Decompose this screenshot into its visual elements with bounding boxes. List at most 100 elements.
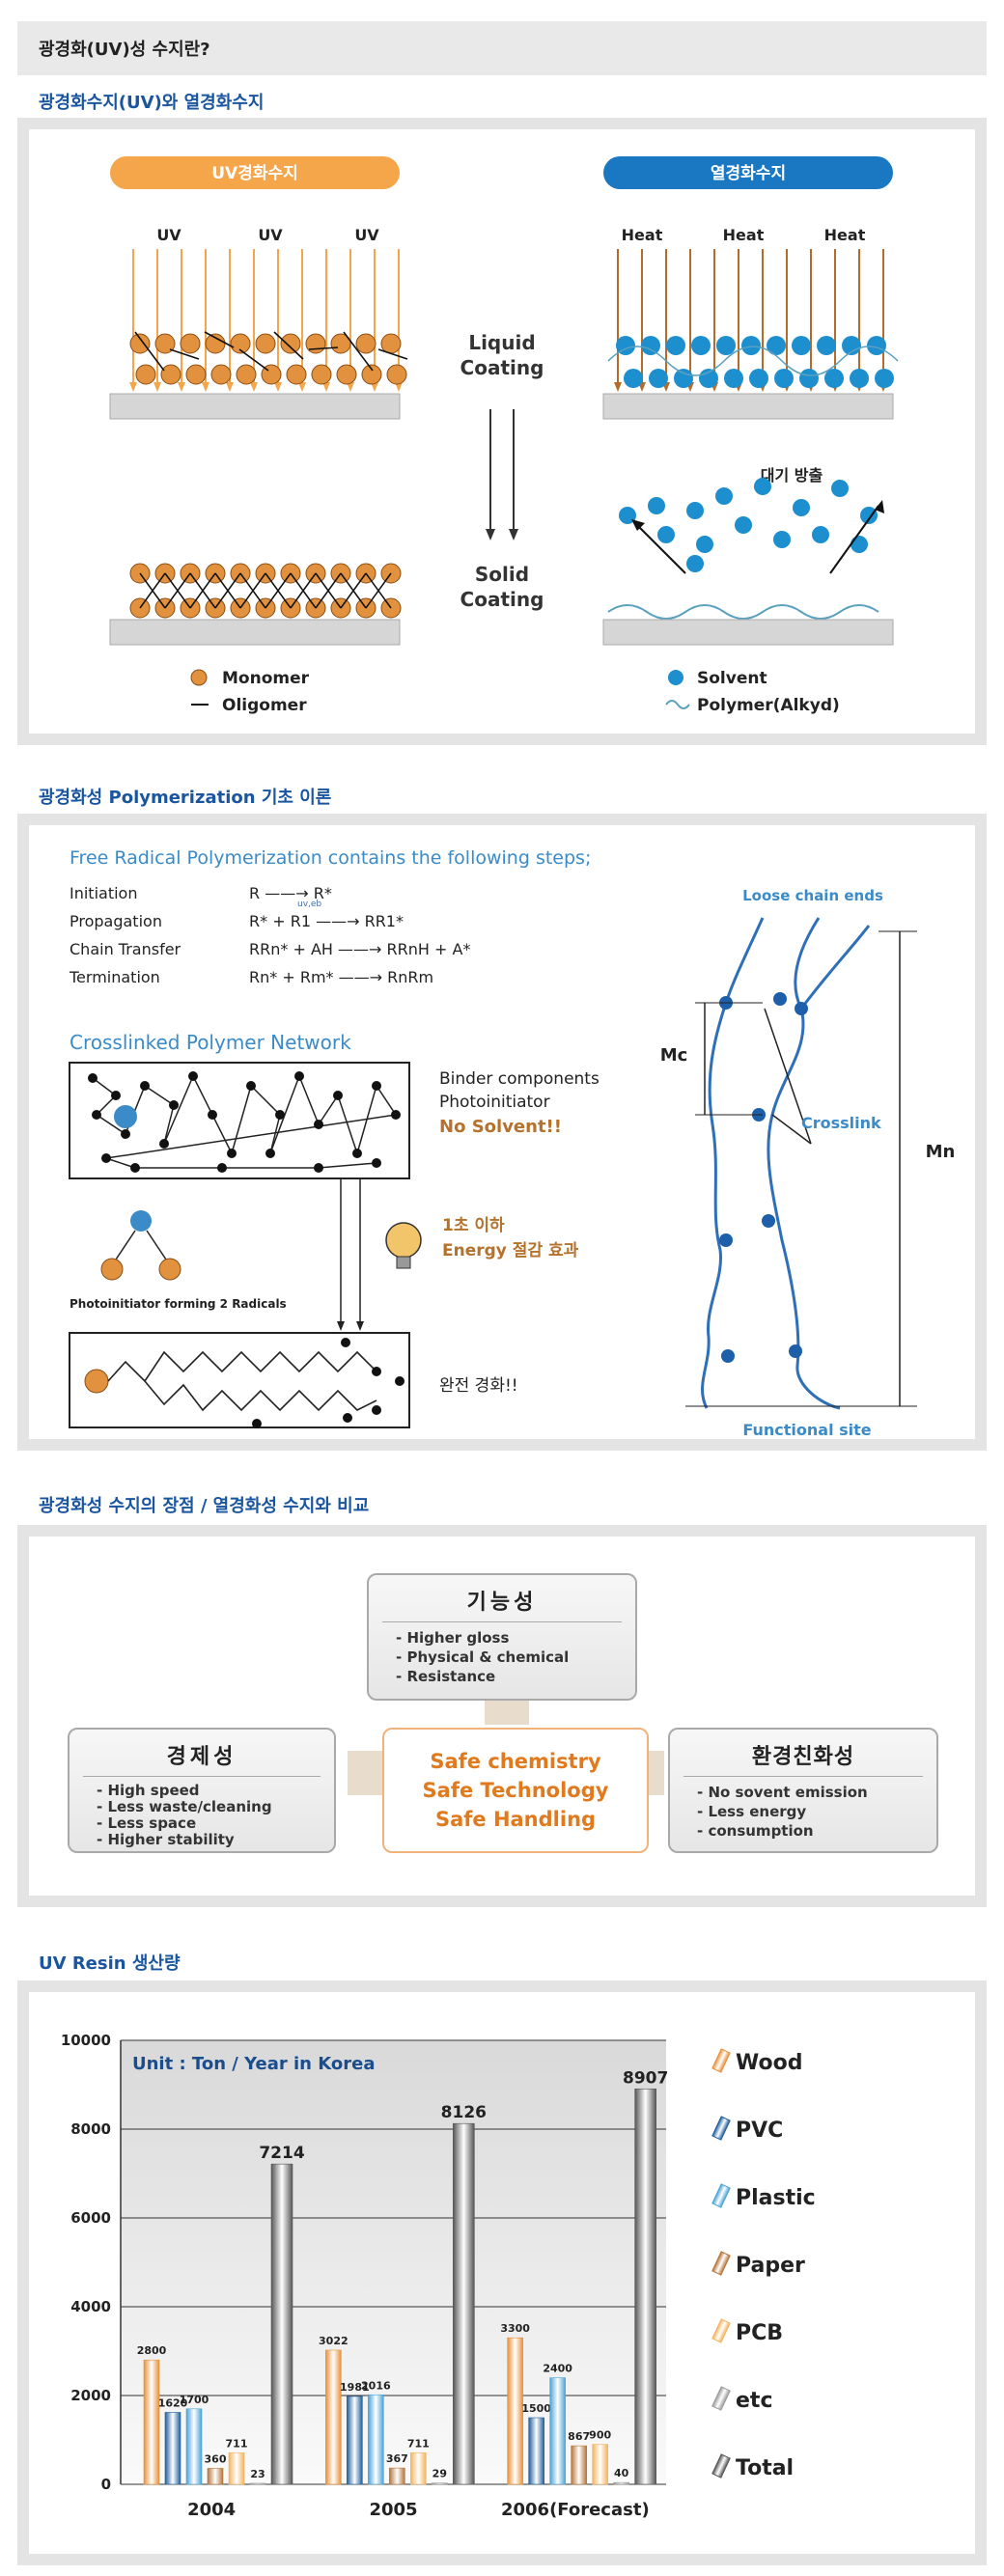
environment-item: No sovent emission bbox=[697, 1783, 936, 1802]
radical bbox=[100, 1258, 124, 1281]
network-node bbox=[88, 1073, 98, 1083]
function-item: Higher gloss bbox=[396, 1628, 635, 1648]
crosslink-line bbox=[239, 572, 266, 609]
legend-swatch bbox=[711, 2048, 731, 2073]
network-bond bbox=[105, 1157, 136, 1169]
monomer bbox=[355, 333, 376, 354]
cured-chain bbox=[107, 1350, 377, 1383]
environment-item: consumption bbox=[697, 1821, 936, 1841]
emission-arrow bbox=[636, 524, 686, 574]
network-node bbox=[352, 1149, 362, 1158]
network-bond bbox=[105, 1114, 397, 1159]
legend-polymer-swatch bbox=[665, 700, 690, 709]
data-label: 2400 bbox=[543, 2363, 572, 2375]
data-label: 1981 bbox=[340, 2381, 370, 2394]
network-bond bbox=[269, 1114, 281, 1154]
monomer bbox=[255, 333, 276, 354]
crosslink-line bbox=[139, 572, 166, 609]
legend-label: Total bbox=[736, 2456, 794, 2480]
network-node bbox=[275, 1110, 285, 1120]
light-bulb-icon bbox=[385, 1222, 422, 1259]
step-name: Chain Transfer bbox=[70, 940, 181, 958]
function-box: 기능성 Higher gloss Physical & chemical Res… bbox=[367, 1573, 637, 1701]
crosslink-node bbox=[773, 992, 787, 1006]
oligomer-line bbox=[204, 331, 235, 348]
network-bond bbox=[318, 1094, 339, 1125]
uv-ray-head bbox=[153, 382, 161, 392]
bar-paper bbox=[389, 2467, 405, 2485]
legend-monomer-swatch bbox=[190, 669, 208, 686]
crosslink-line bbox=[265, 572, 292, 609]
uv-label: UV bbox=[258, 226, 283, 244]
economy-item: Less space bbox=[97, 1815, 334, 1832]
legend-solvent-swatch bbox=[668, 670, 683, 685]
solvent-dot bbox=[799, 369, 819, 388]
complete-label: 완전 경화!! bbox=[439, 1376, 518, 1396]
step-note: uv,eb bbox=[297, 900, 321, 909]
evaporating-solvent bbox=[860, 507, 878, 524]
heat-pill bbox=[603, 156, 893, 189]
uv-label: UV bbox=[354, 226, 379, 244]
legend-label: etc bbox=[736, 2389, 772, 2413]
legend-swatch bbox=[711, 2386, 731, 2411]
crosslink-label: Crosslink bbox=[801, 1114, 881, 1132]
network-node bbox=[92, 1110, 101, 1120]
legend-label: Wood bbox=[736, 2051, 802, 2075]
process-arrow-head bbox=[337, 1321, 345, 1331]
network-bond bbox=[298, 1075, 320, 1125]
monomer bbox=[135, 364, 156, 385]
network-bond bbox=[231, 1085, 252, 1154]
data-label: 867 bbox=[568, 2430, 590, 2443]
y-tick-label: 10000 bbox=[61, 2032, 111, 2049]
uv-ray-head bbox=[129, 382, 137, 392]
coating-label: Coating bbox=[460, 356, 544, 379]
economy-item: Higher stability bbox=[97, 1832, 334, 1848]
environment-divider bbox=[683, 1776, 923, 1777]
heat-label: Heat bbox=[622, 226, 663, 244]
network-node bbox=[227, 1149, 237, 1158]
substrate-uv-top bbox=[109, 393, 401, 420]
network-node bbox=[111, 1091, 121, 1100]
bar-total bbox=[634, 2088, 656, 2485]
cured-node bbox=[372, 1367, 381, 1376]
pi-bond bbox=[115, 1230, 136, 1260]
legend-monomer: Monomer bbox=[222, 669, 310, 688]
network-node bbox=[121, 1129, 130, 1139]
crosslink-line bbox=[365, 572, 392, 609]
monomer bbox=[280, 333, 301, 354]
data-label: 1620 bbox=[158, 2396, 188, 2409]
network-node bbox=[208, 1110, 217, 1120]
solid-label: Solid bbox=[475, 563, 529, 586]
economy-item: Less waste/cleaning bbox=[97, 1799, 334, 1815]
data-label: 3022 bbox=[319, 2335, 349, 2347]
network-node bbox=[294, 1071, 304, 1081]
legend-label: PCB bbox=[736, 2321, 783, 2345]
y-tick-label: 0 bbox=[101, 2476, 111, 2493]
uv-ray-head bbox=[274, 382, 282, 392]
solvent-dot bbox=[774, 369, 794, 388]
cured-box bbox=[69, 1332, 410, 1428]
environment-box: 환경친화성 No sovent emission Less energy con… bbox=[668, 1728, 938, 1853]
network-bond bbox=[318, 1162, 377, 1169]
evaporating-solvent bbox=[686, 502, 704, 519]
substrate-heat-top bbox=[602, 393, 894, 420]
solvent-dot bbox=[691, 336, 711, 355]
step-equation: RRn* + AH ——→ RRnH + A* bbox=[249, 940, 470, 958]
uv-ray-head bbox=[226, 382, 234, 392]
pi-molecule bbox=[130, 1210, 152, 1232]
evaporating-solvent bbox=[793, 499, 810, 516]
solvent-dot bbox=[666, 336, 685, 355]
solvent-dot bbox=[817, 336, 836, 355]
network-bond bbox=[96, 1114, 126, 1135]
oligomer-line bbox=[134, 331, 165, 372]
uv-ray-head bbox=[322, 382, 330, 392]
network-node bbox=[159, 1139, 169, 1149]
monomer bbox=[330, 333, 351, 354]
bar-plastic bbox=[185, 2408, 203, 2485]
cured-node bbox=[343, 1413, 352, 1423]
section1-title: 광경화수지(UV)와 열경화수지 bbox=[39, 93, 265, 113]
bar-etc bbox=[432, 2482, 448, 2485]
network-bond bbox=[211, 1114, 233, 1154]
economy-box: 경제성 High speed Less waste/cleaning Less … bbox=[68, 1728, 336, 1853]
